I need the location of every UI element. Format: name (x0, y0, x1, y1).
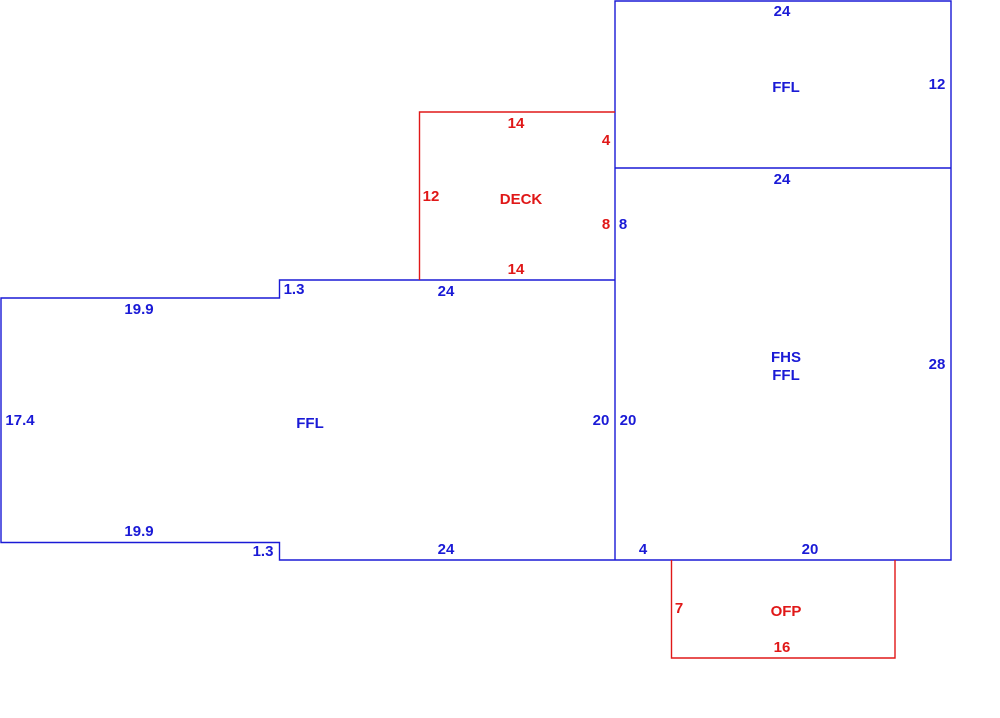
living-area-outline (0, 0, 952, 561)
left-ffl-label: FFL (296, 415, 324, 432)
porch-outline (670, 560, 896, 659)
deck-label: DECK (500, 191, 543, 208)
right-ffl-label: FFL (772, 367, 800, 384)
ofp-label: OFP (771, 603, 802, 620)
dim-deck-bottom: 14 (508, 261, 525, 278)
dim-upper-top: 24 (774, 3, 791, 20)
dim-upper-right: 12 (929, 76, 946, 93)
dim-deck-right-upper: 4 (602, 132, 611, 149)
dim-left-side: 17.4 (5, 412, 35, 429)
dim-left-bottom: 19.9 (124, 523, 153, 540)
dim-right-left-upper: 8 (619, 216, 627, 233)
dim-left-top: 19.9 (124, 301, 153, 318)
deck-outline (418, 111, 615, 280)
dim-right-bottom: 20 (802, 541, 819, 558)
dim-right-left: 20 (620, 412, 637, 429)
upper-ffl-label: FFL (772, 79, 800, 96)
dim-left-top-span: 24 (438, 283, 455, 300)
dim-notch-top: 1.3 (284, 281, 305, 298)
dim-right-bottom-left: 4 (639, 541, 648, 558)
dim-ofp-bottom: 16 (774, 639, 791, 656)
dim-mid-top: 24 (774, 171, 791, 188)
dim-deck-right: 8 (602, 216, 610, 233)
dim-deck-top: 14 (508, 115, 525, 132)
dim-ofp-left: 7 (675, 600, 683, 617)
right-fhs-label: FHS (771, 349, 801, 366)
dim-notch-bottom: 1.3 (253, 543, 274, 560)
dim-deck-left: 12 (423, 188, 440, 205)
dim-right-side: 28 (929, 356, 946, 373)
dim-left-right: 20 (593, 412, 610, 429)
dim-left-bottom-span: 24 (438, 541, 455, 558)
